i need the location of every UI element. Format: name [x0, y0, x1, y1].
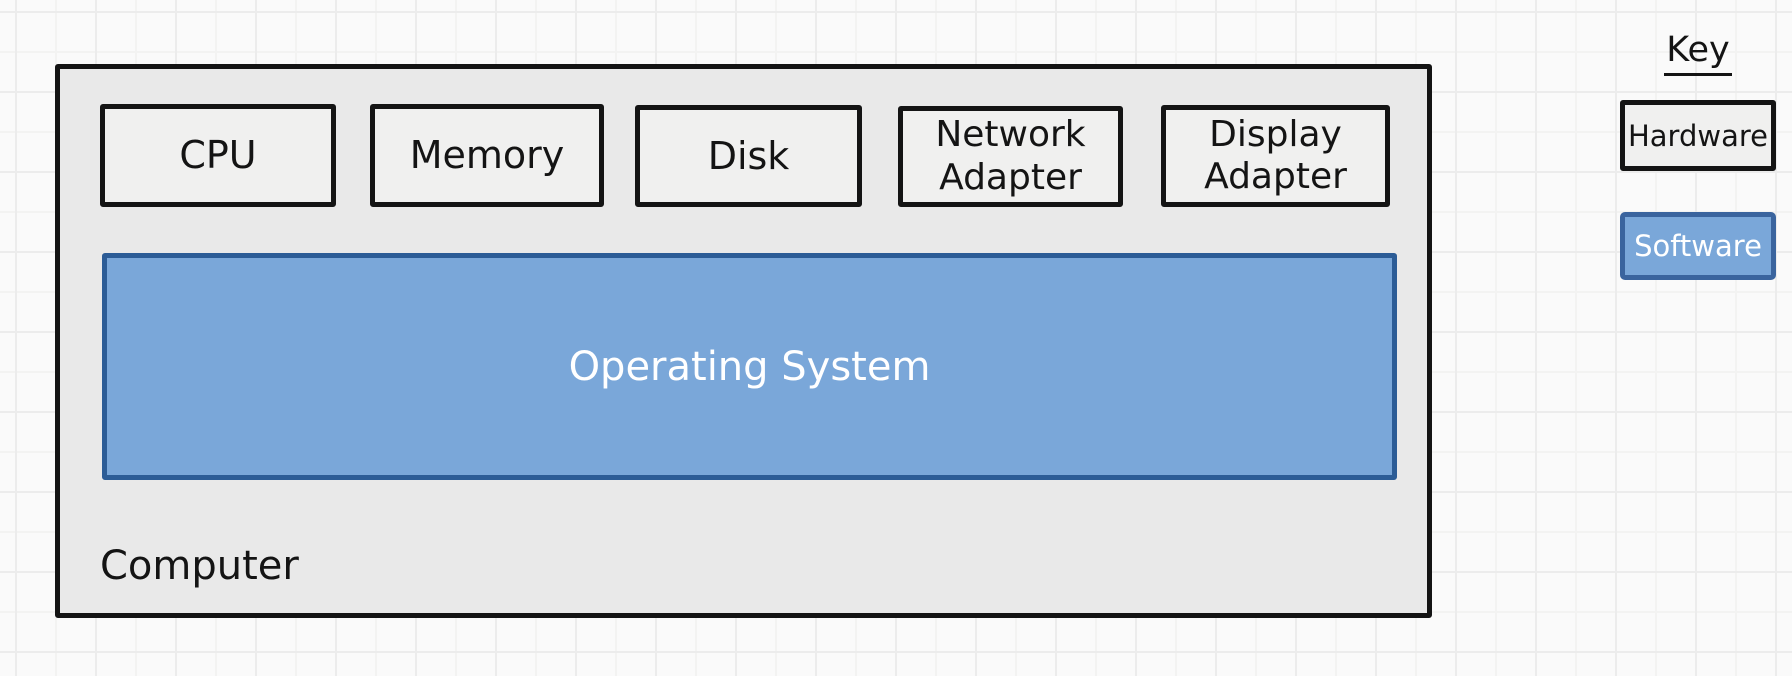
node-display-adapter-label: Display Adapter: [1204, 113, 1347, 197]
node-memory[interactable]: Memory: [370, 104, 604, 207]
node-disk-label: Disk: [707, 133, 790, 178]
node-network-adapter[interactable]: Network Adapter: [898, 106, 1123, 207]
node-network-adapter-label: Network Adapter: [935, 114, 1086, 198]
key-title-text: Key: [1664, 30, 1732, 76]
key-item-software[interactable]: Software: [1620, 212, 1776, 280]
computer-label: Computer: [100, 543, 299, 589]
key-item-hardware-label: Hardware: [1627, 118, 1768, 153]
key-item-software-label: Software: [1634, 229, 1762, 263]
node-disk[interactable]: Disk: [635, 105, 862, 207]
key-title: Key: [1620, 30, 1776, 76]
node-cpu[interactable]: CPU: [100, 104, 336, 207]
node-display-adapter[interactable]: Display Adapter: [1161, 105, 1390, 207]
node-operating-system[interactable]: Operating System: [102, 253, 1397, 480]
node-cpu-label: CPU: [179, 133, 257, 178]
key-item-hardware[interactable]: Hardware: [1620, 100, 1776, 171]
node-memory-label: Memory: [409, 133, 565, 178]
node-operating-system-label: Operating System: [568, 343, 931, 390]
